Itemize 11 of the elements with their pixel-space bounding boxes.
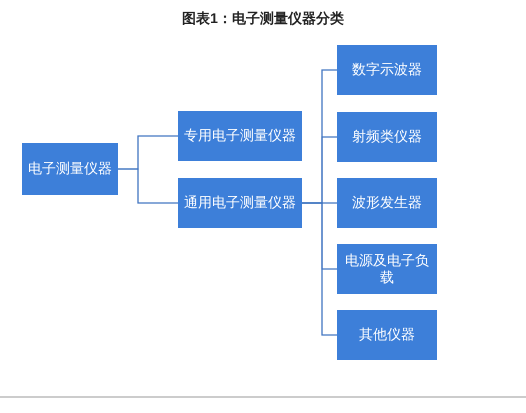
- category-box: 其他仪器: [337, 310, 437, 360]
- connector-line: [302, 202, 337, 336]
- category-box: 通用电子测量仪器: [178, 178, 302, 228]
- category-box: 专用电子测量仪器: [178, 111, 302, 161]
- title: 图表1：电子测量仪器分类: [182, 9, 344, 28]
- category-box: 波形发生器: [337, 178, 437, 228]
- category-box: 电源及电子负载: [337, 244, 437, 294]
- category-box: 电子测量仪器: [22, 143, 118, 195]
- category-box: 数字示波器: [337, 45, 437, 95]
- category-box: 射频类仪器: [337, 112, 437, 162]
- connector-line: [118, 168, 178, 204]
